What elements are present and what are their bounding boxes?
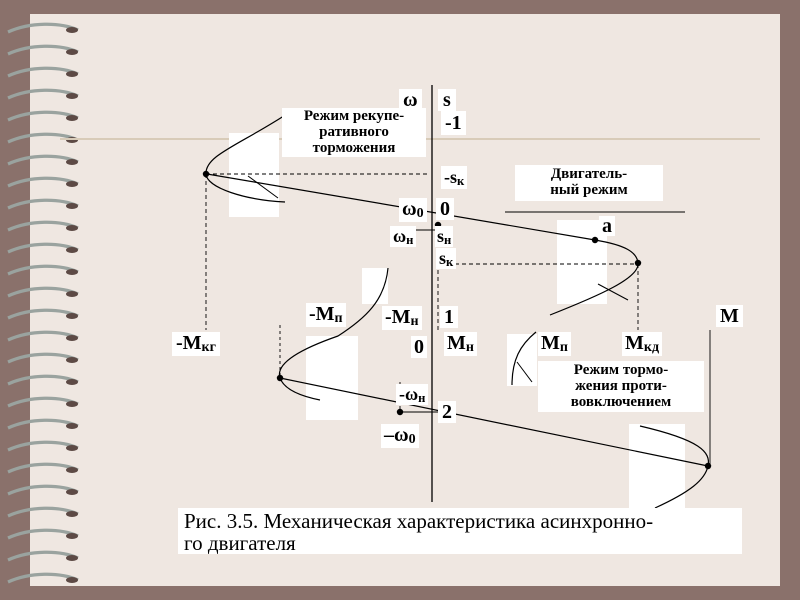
m-nominal-label: Mн <box>444 332 477 357</box>
binding-hole <box>66 27 78 33</box>
construction-line <box>597 283 629 301</box>
s-nominal-label: sн <box>435 226 454 248</box>
s-critical-label: sк <box>436 248 457 270</box>
minus-m-start-label: -Mп <box>306 303 346 328</box>
point-critical-motor <box>634 259 642 267</box>
regenerative-braking-region-label: Режим рекупе- ративного торможения <box>282 108 426 158</box>
m-critical-motor-label: Mкд <box>622 332 663 357</box>
binding-hole <box>66 511 78 517</box>
binding-hole <box>66 291 78 297</box>
s-two-label: 2 <box>438 401 456 423</box>
minus-m-critical-generator-label: -Mкг <box>172 332 220 357</box>
s-critical-negative-label: -sк <box>441 166 468 190</box>
characteristic-curve-lower <box>511 331 537 386</box>
binding-hole <box>66 115 78 121</box>
binding-hole <box>66 335 78 341</box>
m-zero-label: 0 <box>411 336 427 358</box>
binding-hole <box>66 159 78 165</box>
m-axis-label: M <box>716 305 743 327</box>
characteristic-curve-left <box>278 267 389 401</box>
m-start-label: Mп <box>538 332 571 357</box>
s-one-label: 1 <box>440 306 458 328</box>
point-critical-regenerative <box>202 170 210 178</box>
counter-current-braking-region-label: Режим тормо- жения проти- вовключением <box>538 361 704 413</box>
binding-hole <box>66 445 78 451</box>
binding-hole <box>66 313 78 319</box>
binding-hole <box>66 423 78 429</box>
binding-hole <box>66 269 78 275</box>
construction-line <box>247 175 279 199</box>
bg-panel <box>629 424 685 508</box>
point-minus-omega-n <box>396 408 404 416</box>
bg-panel <box>229 133 279 217</box>
bg-panel <box>306 336 358 420</box>
characteristic-segment <box>279 377 709 467</box>
s-axis-label: s <box>438 89 456 111</box>
binding-hole <box>66 467 78 473</box>
omega0-label: ω0 <box>399 198 427 223</box>
figure-caption: Рис. 3.5. Механическая характеристика ас… <box>178 508 742 554</box>
binding-hole <box>66 379 78 385</box>
binding-hole <box>66 533 78 539</box>
point-a-label: a <box>599 216 615 236</box>
bg-panel <box>507 334 537 386</box>
omega-axis-label: ω <box>399 89 422 111</box>
minus-omega0-label: –ω0 <box>381 424 419 449</box>
spiral-binding <box>7 22 79 584</box>
bg-panel <box>557 220 607 304</box>
minus-m-nominal-label: -Mн <box>382 306 422 331</box>
motor-mode-region-label: Двигатель- ный режим <box>515 165 663 201</box>
minus-omega-nominal-label: -ωн <box>396 384 429 406</box>
binding-hole <box>66 555 78 561</box>
point-a <box>591 236 599 244</box>
binding-hole <box>66 49 78 55</box>
binding-hole <box>66 247 78 253</box>
s-minus-one-label: -1 <box>441 111 466 135</box>
construction-line <box>516 361 533 383</box>
point-left-extremum <box>276 374 284 382</box>
binding-hole <box>66 71 78 77</box>
point-bottom-extremum <box>704 462 712 470</box>
binding-hole <box>66 93 78 99</box>
s-zero-label: 0 <box>436 198 454 220</box>
binding-hole <box>66 401 78 407</box>
omega-nominal-label: ωн <box>390 226 417 248</box>
binding-hole <box>66 225 78 231</box>
binding-hole <box>66 181 78 187</box>
binding-hole <box>66 489 78 495</box>
binding-hole <box>66 357 78 363</box>
binding-hole <box>66 203 78 209</box>
binding-hole <box>66 577 78 583</box>
